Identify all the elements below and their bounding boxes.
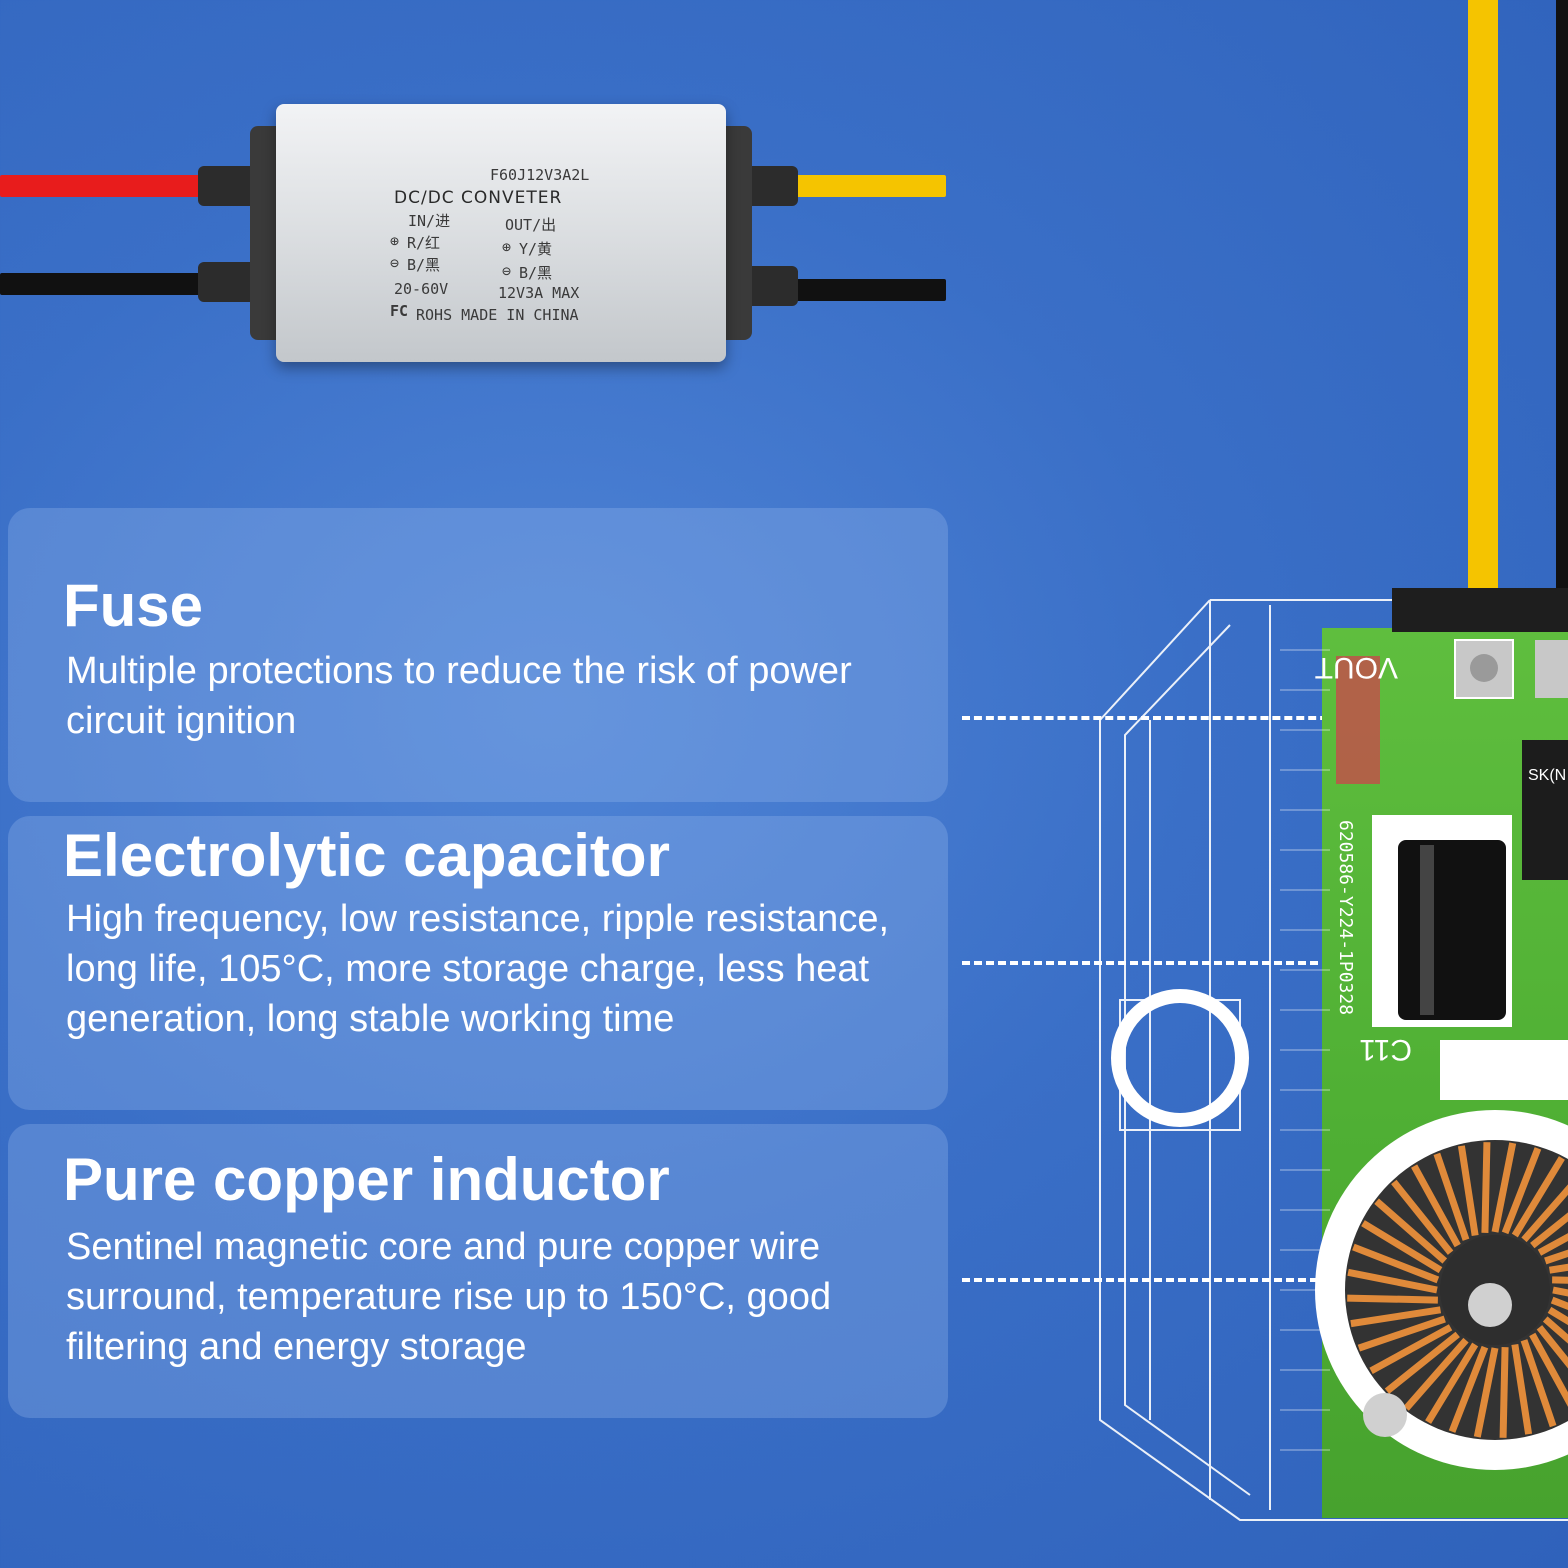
- feature-description: Multiple protections to reduce the risk …: [66, 650, 852, 742]
- wire-clamp: [1392, 588, 1568, 632]
- minus-icon: ⊖: [502, 262, 512, 280]
- coil-turn: [1473, 1347, 1499, 1438]
- coil-turn: [1425, 1342, 1479, 1424]
- coil-turn: [1352, 1243, 1440, 1284]
- converter-type: DC/DC CONVETER: [394, 188, 563, 208]
- feature-title: Fuse: [63, 572, 204, 639]
- wireframe-ring: [1111, 989, 1249, 1127]
- coil-turn: [1374, 1198, 1448, 1264]
- coil-turn: [1384, 1331, 1460, 1394]
- red-input-wire: [0, 175, 260, 197]
- input-voltage-range: 20-60V: [394, 280, 449, 298]
- inductor-pin: [1468, 1283, 1512, 1327]
- output-positive: Y/黄: [519, 240, 553, 258]
- certification-text: ROHS MADE IN CHINA: [416, 306, 579, 324]
- coil-turn: [1481, 1142, 1491, 1233]
- feature-card-inductor: Pure copper inductor Sentinel magnetic c…: [8, 1124, 948, 1418]
- coil-turn: [1511, 1156, 1565, 1238]
- coil-turn: [1491, 1142, 1517, 1233]
- coil-turn: [1369, 1324, 1453, 1374]
- capacitor-stripe: [1420, 845, 1434, 1015]
- component-pad: [1440, 1040, 1568, 1100]
- coil-turn: [1521, 1184, 1568, 1243]
- feature-card-fuse: Fuse Multiple protections to reduce the …: [8, 508, 948, 802]
- coil-turn: [1361, 1220, 1443, 1274]
- coil-turn: [1542, 1316, 1568, 1344]
- coil-turn: [1347, 1268, 1438, 1294]
- terminal-hole: [1470, 654, 1498, 682]
- coil-turn: [1544, 1249, 1568, 1265]
- plus-icon: ⊕: [502, 238, 512, 256]
- coil-turn: [1548, 1263, 1568, 1274]
- coil-turn: [1357, 1315, 1446, 1352]
- coil-turn: [1448, 1345, 1489, 1433]
- coil-turn: [1457, 1145, 1479, 1237]
- capacitor-ref: C11: [1359, 1033, 1412, 1066]
- coil-turn: [1499, 1347, 1509, 1438]
- board-part-code: 620586-Y224-1P0328: [1335, 820, 1356, 1015]
- feature-title: Pure copper inductor: [63, 1146, 670, 1213]
- coil-turn: [1391, 1179, 1454, 1255]
- board-yellow-wire: [1468, 0, 1498, 600]
- vout-label: VOUT: [1315, 651, 1398, 684]
- converter-label: F60J12V3A2L DC/DC CONVETER IN/进 OUT/出 ⊕ …: [350, 160, 589, 325]
- feature-card-capacitor: Electrolytic capacitor High frequency, l…: [8, 816, 948, 1110]
- coil-turn: [1403, 1337, 1469, 1411]
- capacitor-pointer-line: [962, 961, 1402, 965]
- coil-turn: [1537, 1233, 1568, 1256]
- feature-description: Sentinel magnetic core and pure copper w…: [66, 1226, 832, 1368]
- coil-turn: [1550, 1296, 1568, 1311]
- copper-coil: [1347, 1142, 1568, 1438]
- board-black-wire: [1556, 0, 1568, 600]
- coil-turn: [1411, 1164, 1461, 1248]
- output-rating: 12V3A MAX: [498, 284, 580, 302]
- electrolytic-capacitor: [1398, 840, 1506, 1020]
- feature-title: Electrolytic capacitor: [63, 822, 670, 889]
- dc-dc-converter-module: [276, 104, 726, 362]
- coil-turn: [1547, 1306, 1568, 1326]
- inductor-pin: [1363, 1393, 1407, 1437]
- fuse-pointer-line: [962, 716, 1352, 720]
- fuse-component: [1336, 656, 1380, 784]
- ic-marking: SK(N J&A 105C: [1528, 767, 1568, 784]
- plus-icon: ⊕: [390, 232, 400, 250]
- input-positive: R/红: [407, 234, 441, 252]
- coil-turn: [1529, 1332, 1568, 1407]
- coil-turn: [1501, 1147, 1542, 1235]
- coil-turn: [1552, 1276, 1568, 1284]
- coil-turn: [1433, 1152, 1470, 1241]
- terminal-pad: [1535, 640, 1568, 698]
- coil-turn: [1511, 1343, 1533, 1435]
- minus-icon: ⊖: [390, 254, 400, 272]
- feature-description: High frequency, low resistance, ripple r…: [66, 898, 890, 1040]
- input-heading: IN/进: [408, 212, 451, 230]
- output-heading: OUT/出: [505, 216, 557, 234]
- model-number: F60J12V3A2L: [490, 166, 590, 184]
- black-input-wire: [0, 273, 260, 295]
- ic-chip: [1522, 740, 1568, 880]
- output-negative: B/黑: [519, 264, 553, 282]
- fc-mark: FC: [390, 302, 409, 320]
- coil-turn: [1350, 1306, 1442, 1328]
- input-negative: B/黑: [407, 256, 441, 274]
- coil-turn: [1347, 1294, 1438, 1304]
- coil-turn: [1520, 1339, 1557, 1428]
- inductor-pointer-line: [962, 1278, 1342, 1282]
